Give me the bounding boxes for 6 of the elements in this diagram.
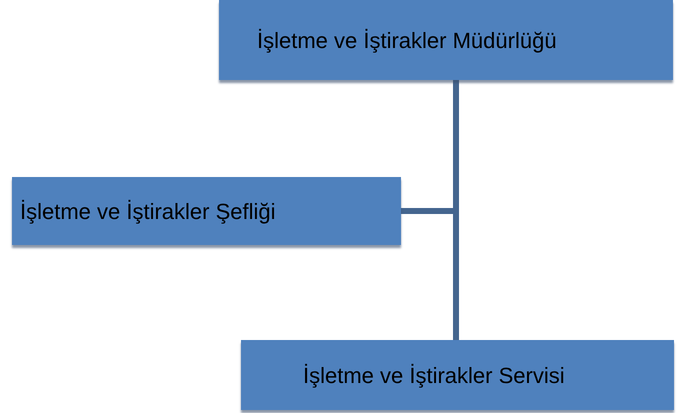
- org-box: [219, 0, 673, 80]
- org-box: [12, 177, 401, 245]
- org-box: [241, 340, 674, 410]
- box-label: İşletme ve İştirakler Müdürlüğü: [257, 26, 557, 55]
- box-label: İşletme ve İştirakler Servisi: [303, 362, 565, 390]
- box-label: İşletme ve İştirakler Şefliği: [20, 198, 276, 226]
